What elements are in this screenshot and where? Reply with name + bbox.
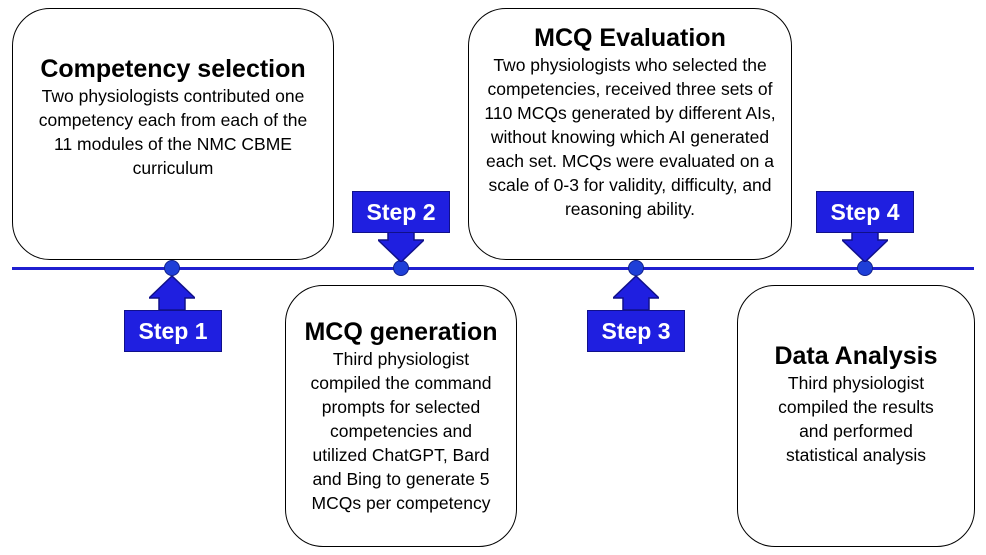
step-4-arrow-icon (842, 232, 888, 262)
step-3-arrow-icon (613, 276, 659, 310)
step-2-title: MCQ generation (304, 318, 498, 346)
step-1-body: Two physiologists contributed one compet… (38, 86, 308, 178)
step-1-box: Competency selection Two physiologists c… (12, 8, 334, 260)
timeline-line (12, 267, 974, 270)
step-3-label: Step 3 (587, 310, 685, 352)
step-1-title: Competency selection (40, 55, 306, 83)
step-4-box: Data Analysis Third physiologist compile… (737, 285, 975, 547)
step-2-arrow-icon (378, 232, 424, 262)
timeline-node-step-3 (628, 260, 644, 276)
step-2-box: MCQ generation Third physiologist compil… (285, 285, 517, 547)
step-4-label: Step 4 (816, 191, 914, 233)
step-1-label: Step 1 (124, 310, 222, 352)
timeline-node-step-4 (857, 260, 873, 276)
step-4-title: Data Analysis (774, 342, 938, 370)
step-1-arrow-icon (149, 276, 195, 310)
step-4-body: Third physiologist compiled the results … (778, 373, 934, 465)
step-3-title: MCQ Evaluation (534, 24, 726, 52)
timeline-node-step-2 (393, 260, 409, 276)
timeline-node-step-1 (164, 260, 180, 276)
step-2-body: Third physiologist compiled the command … (310, 349, 492, 513)
step-2-label: Step 2 (352, 191, 450, 233)
step-3-box: MCQ Evaluation Two physiologists who sel… (468, 8, 792, 260)
step-3-body: Two physiologists who selected the compe… (484, 55, 776, 219)
